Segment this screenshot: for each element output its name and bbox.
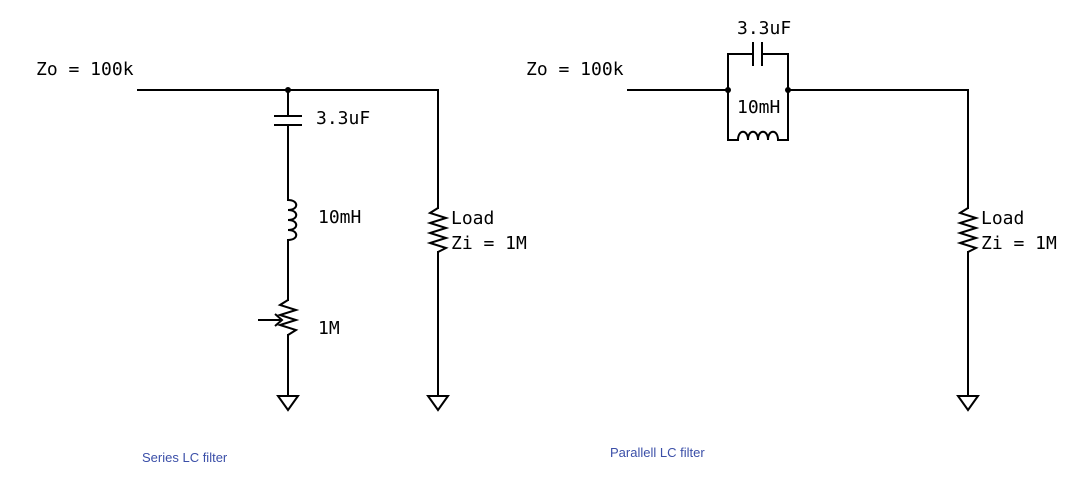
series-capacitor-symbol bbox=[274, 115, 302, 126]
series-branch-ground-symbol bbox=[276, 395, 300, 412]
series-filter-caption: Series LC filter bbox=[142, 450, 228, 465]
parallel-inductor-label: 10mH bbox=[737, 97, 780, 118]
series-inductor-label: 10mH bbox=[318, 207, 361, 228]
series-potentiometer-symbol bbox=[276, 299, 300, 336]
series-load-resistor-symbol bbox=[426, 207, 450, 253]
series-inductor-symbol bbox=[287, 199, 298, 241]
parallel-capacitor-symbol bbox=[752, 42, 763, 66]
series-potentiometer-label: 1M bbox=[318, 318, 340, 339]
parallel-filter-caption: Parallell LC filter bbox=[610, 445, 705, 460]
series-lc-filter-circuit: Zo = 100k 3.3uF 10mH 1M Load Zi = 1M bbox=[36, 59, 527, 412]
parallel-load-resistor-symbol bbox=[956, 207, 980, 253]
series-source-impedance-label: Zo = 100k bbox=[36, 59, 134, 80]
series-potentiometer-wiper-arrow bbox=[258, 313, 284, 327]
parallel-inductor-symbol bbox=[737, 130, 779, 141]
parallel-capacitor-label: 3.3uF bbox=[737, 18, 791, 39]
series-load-impedance-label: Zi = 1M bbox=[451, 233, 527, 254]
parallel-source-impedance-label: Zo = 100k bbox=[526, 59, 624, 80]
parallel-load-impedance-label: Zi = 1M bbox=[981, 233, 1057, 254]
parallel-load-ground-symbol bbox=[956, 395, 980, 412]
series-load-ground-symbol bbox=[426, 395, 450, 412]
parallel-lc-filter-circuit: Zo = 100k 3.3uF 10mH Load Zi = 1M bbox=[526, 18, 1057, 412]
parallel-load-label: Load bbox=[981, 208, 1024, 229]
series-load-label: Load bbox=[451, 208, 494, 229]
series-capacitor-label: 3.3uF bbox=[316, 108, 370, 129]
